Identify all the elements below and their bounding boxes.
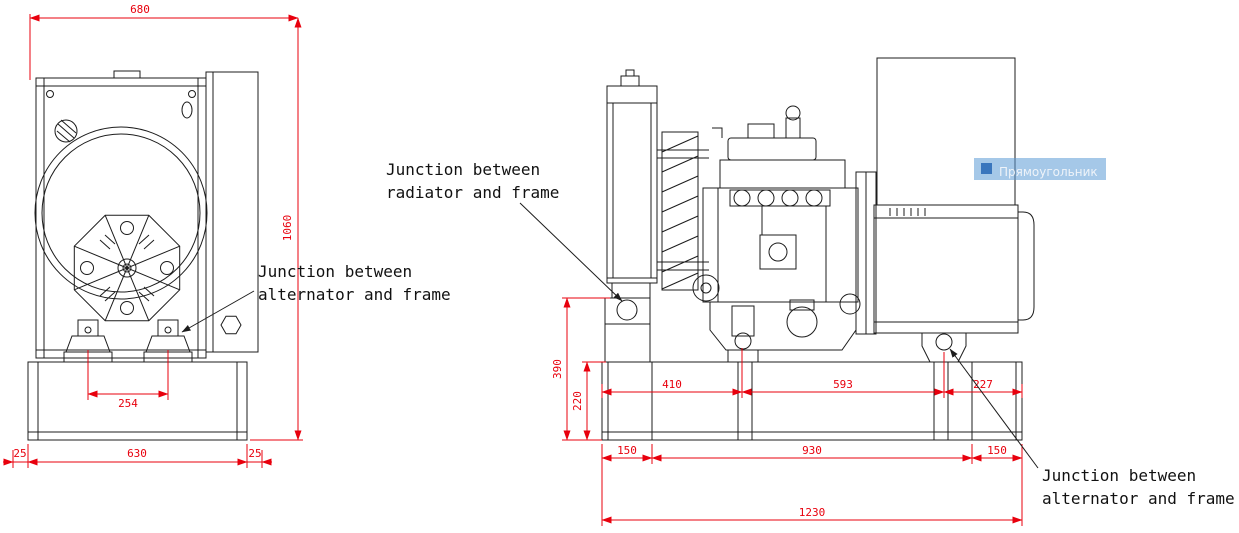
side-alternator [873,57,1035,363]
callout-text-line2: radiator and frame [386,183,559,202]
valve-cover [727,137,817,161]
side-fan-guard [661,131,699,291]
side-dimension-labels: 390 220 410 593 227 150 930 150 1230 [551,359,1007,519]
cylinder-head [719,159,846,189]
callout-text-line1: Junction between [1042,466,1196,485]
hex-fitting [220,315,242,335]
callout-text-line1: Junction between [258,262,412,281]
leader-line [181,290,255,333]
dim-radiator-offset: 410 [662,378,682,391]
leader-line [519,202,623,302]
leader-line [949,348,1039,469]
front-feet [63,319,193,363]
rectangle-tool-icon [981,163,992,174]
side-flywheel-housing [855,171,877,335]
selection-highlight [974,158,1106,180]
dim-feet-spacing: 254 [118,397,138,410]
side-radiator-foot [604,297,651,363]
oil-filter [786,306,818,338]
vent-slots [889,208,926,216]
radiator-cap-side [620,75,640,87]
front-alternator [73,214,181,322]
dim-right-margin: 25 [248,447,261,460]
callout-text-line2: alternator and frame [258,285,451,304]
side-callout-radiator: Junction between radiator and frame [386,160,623,302]
front-view: 680 1060 254 25 630 25 Junction between … [3,3,451,468]
front-callout-alternator: Junction between alternator and frame [181,262,451,333]
side-engine [657,105,861,363]
front-radiator [34,70,208,359]
exhaust-manifold [729,189,831,207]
dim-base-width: 630 [127,447,147,460]
dim-left-overhang: 150 [617,444,637,457]
side-view: 390 220 410 593 227 150 930 150 1230 Jun… [386,57,1235,526]
dim-foot-height: 390 [551,359,564,379]
dim-total-height: 1060 [281,215,294,242]
fuel-filter [731,305,755,337]
side-radiator [606,69,658,298]
selection-tooltip-label: Прямоугольник [999,165,1098,179]
dim-left-margin: 25 [13,447,26,460]
callout-text-line1: Junction between [386,160,540,179]
filler-cap [54,119,78,143]
lower-hose [657,261,709,271]
side-callout-alternator: Junction between alternator and frame [949,348,1235,508]
side-base-frame [601,361,1023,441]
dim-total-length: 1230 [799,506,826,519]
side-dimensions [562,297,1023,526]
radiator-frame-junction-point [616,299,638,321]
front-dimension-labels: 680 1060 254 25 630 25 [13,3,294,460]
alternator-end-cap [1018,211,1035,321]
front-base-frame [27,361,248,441]
alternator-frame-junction-point [935,333,953,351]
dim-mount-span: 930 [802,444,822,457]
crank-pulley [692,274,720,302]
dim-engine-span: 593 [833,378,853,391]
engine-block [702,187,859,303]
fan-shroud-circle [34,126,208,300]
lifting-hook [712,127,723,138]
breather-cap [785,105,801,121]
front-dimensions [3,14,303,468]
dim-right-overhang: 150 [987,444,1007,457]
alternator-body [873,204,1019,334]
injection-pump [759,234,797,270]
dim-total-width: 680 [130,3,150,16]
starter-motor [839,293,861,315]
callout-text-line2: alternator and frame [1042,489,1235,508]
dim-alternator-offset: 227 [973,378,993,391]
front-side-panel [205,71,259,353]
alternator-terminal-box [876,57,1016,206]
radiator-cap [113,70,141,79]
engine-mount [727,349,759,363]
dim-frame-height: 220 [571,391,584,411]
selection-tooltip: Прямоугольник [974,158,1106,180]
upper-hose [657,149,709,159]
